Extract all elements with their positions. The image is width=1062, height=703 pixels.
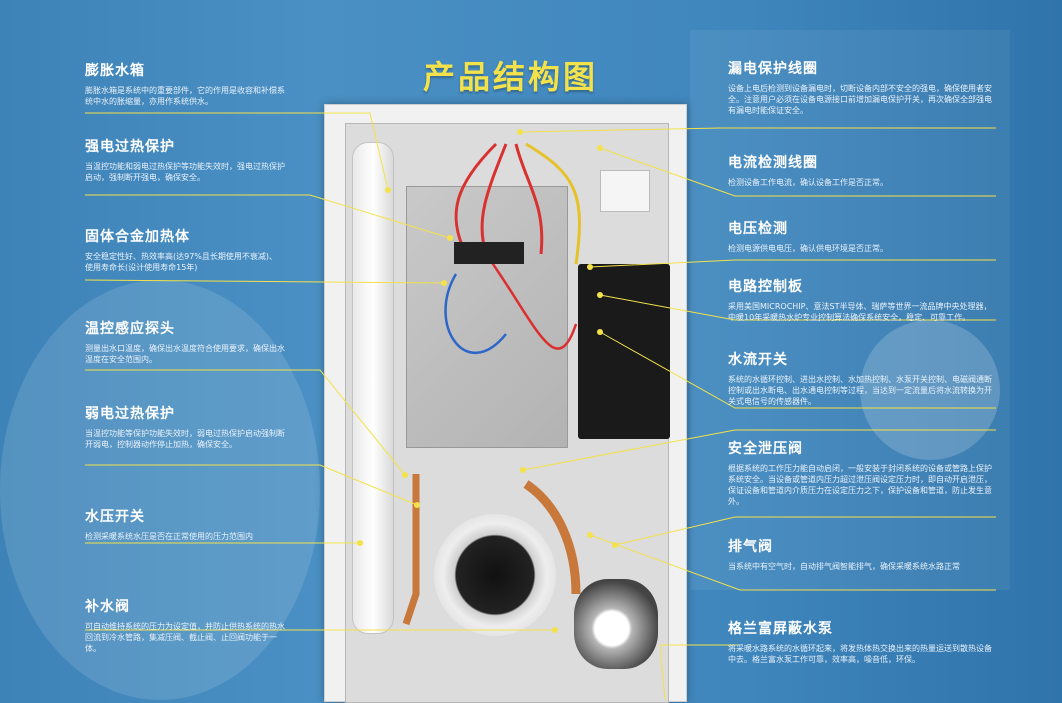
annotation-title: 排气阀 — [728, 539, 773, 555]
annotation-weak-overheat: 弱电过热保护 当温控功能等保护功能失效时，弱电过热保护启动强制断开弱电，控制器动… — [85, 403, 285, 450]
annotation-desc: 采用美国MICROCHIP、意法ST半导体、瑞萨等世界一流品牌中央处理器，中暖1… — [728, 302, 992, 322]
annotation-title: 弱电过热保护 — [85, 406, 175, 422]
annotation-temperature-probe: 温控感应探头 测量出水口温度，确保出水温度符合使用要求，确保出水温度在安全范围内… — [85, 318, 285, 365]
annotation-desc: 系统的水循环控制、进出水控制、水加热控制、水泵开关控制、电磁阀通断控制或出水断电… — [728, 375, 992, 406]
annotation-desc: 当温控功能等保护功能失效时，弱电过热保护启动强制断开弱电，控制器动作停止加热，确… — [85, 429, 285, 449]
annotation-desc: 当温控功能和弱电过热保护等功能失效时，强电过热保护启动，强制断开强电，确保安全。 — [85, 162, 285, 182]
annotation-title: 电流检测线圈 — [728, 155, 818, 171]
annotation-title: 补水阀 — [85, 599, 130, 615]
annotation-fill-valve: 补水阀 可自动维持系统的压力为设定值，并防止供热系统的热水回流到冷水管路，集减压… — [85, 596, 285, 654]
annotation-title: 安全泄压阀 — [728, 441, 803, 457]
annotation-expansion-tank: 膨胀水箱 膨胀水箱是系统中的重要部件，它的作用是收容和补偿系统中水的胀缩量，亦用… — [85, 60, 285, 107]
annotation-voltage-detect: 电压检测 检测电源供电电压，确认供电环境是否正常。 — [728, 218, 996, 254]
annotation-desc: 可自动维持系统的压力为设定值，并防止供热系统的热水回流到冷水管路，集减压阀、截止… — [85, 622, 285, 653]
annotation-desc: 检测电源供电电压，确认供电环境是否正常。 — [728, 244, 888, 253]
boiler-interior — [345, 123, 670, 703]
annotation-title: 格兰富屏蔽水泵 — [728, 621, 833, 637]
annotation-title: 漏电保护线圈 — [728, 61, 818, 77]
annotation-desc: 膨胀水箱是系统中的重要部件，它的作用是收容和补偿系统中水的胀缩量，亦用作系统供水… — [85, 86, 285, 106]
annotation-alloy-heater: 固体合金加热体 安全稳定性好、热效率高(达97%且长期使用不衰减)、使用寿命长(… — [85, 226, 285, 273]
annotation-flow-switch: 水流开关 系统的水循环控制、进出水控制、水加热控制、水泵开关控制、电磁阀通断控制… — [728, 349, 996, 407]
annotation-title: 膨胀水箱 — [85, 63, 145, 79]
pump-image — [574, 579, 658, 669]
annotation-title: 水压开关 — [85, 509, 145, 525]
annotation-leakage-coil: 漏电保护线圈 设备上电后检测到设备漏电时，切断设备内部不安全的强电，确保使用者安… — [728, 58, 996, 116]
annotation-desc: 根据系统的工作压力能自动启闭，一般安装于封闭系统的设备或管路上保护系统安全。当设… — [728, 464, 992, 506]
annotation-desc: 测量出水口温度，确保出水温度符合使用要求，确保出水温度在安全范围内。 — [85, 344, 285, 364]
annotation-control-board: 电路控制板 采用美国MICROCHIP、意法ST半导体、瑞萨等世界一流品牌中央处… — [728, 276, 996, 323]
annotation-title: 温控感应探头 — [85, 321, 175, 337]
annotation-title: 强电过热保护 — [85, 139, 175, 155]
exhaust-opening-image — [434, 514, 556, 636]
boiler-product-image — [324, 104, 687, 703]
annotation-desc: 检测设备工作电流，确认设备工作是否正常。 — [728, 178, 888, 187]
annotation-pressure-switch: 水压开关 检测采暖系统水压是否在正常使用的压力范围内 — [85, 506, 285, 542]
annotation-desc: 将采暖水路系统的水循环起来，将发热体热交换出来的热量运送到散热设备中去。格兰富水… — [728, 644, 992, 664]
annotation-grundfos-pump: 格兰富屏蔽水泵 将采暖水路系统的水循环起来，将发热体热交换出来的热量运送到散热设… — [728, 618, 996, 665]
annotation-current-coil: 电流检测线圈 检测设备工作电流，确认设备工作是否正常。 — [728, 152, 996, 188]
annotation-desc: 当系统中有空气时，自动排气阀智能排气，确保采暖系统水路正常 — [728, 562, 960, 571]
annotation-title: 水流开关 — [728, 352, 788, 368]
annotation-strong-overheat: 强电过热保护 当温控功能和弱电过热保护等功能失效时，强电过热保护启动，强制断开强… — [85, 136, 285, 183]
annotation-desc: 检测采暖系统水压是否在正常使用的压力范围内 — [85, 532, 253, 541]
annotation-desc: 设备上电后检测到设备漏电时，切断设备内部不安全的强电，确保使用者安全。注意用户必… — [728, 84, 992, 115]
annotation-air-vent: 排气阀 当系统中有空气时，自动排气阀智能排气，确保采暖系统水路正常 — [728, 536, 996, 572]
wiring-illustration — [402, 142, 581, 626]
page-title: 产品结构图 — [422, 58, 598, 96]
annotation-title: 电压检测 — [728, 221, 788, 237]
annotation-title: 电路控制板 — [728, 279, 803, 295]
annotation-safety-valve: 安全泄压阀 根据系统的工作压力能自动启闭，一般安装于封闭系统的设备或管路上保护系… — [728, 438, 996, 507]
annotation-title: 固体合金加热体 — [85, 229, 190, 245]
annotation-desc: 安全稳定性好、热效率高(达97%且长期使用不衰减)、使用寿命长(设计使用寿命15… — [85, 252, 278, 272]
